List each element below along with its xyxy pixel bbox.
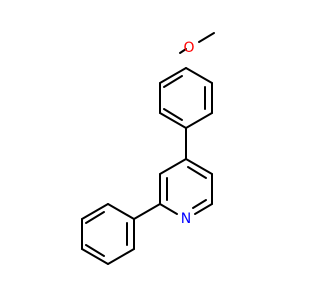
inner-double-bond — [163, 75, 183, 88]
chemical-structure-diagram: O N — [81, 32, 215, 265]
ring-bond — [81, 248, 109, 265]
ring-bond — [159, 112, 187, 129]
ring-bond — [159, 67, 187, 84]
ring-bond — [194, 203, 213, 215]
ring-bond — [107, 203, 135, 220]
ether-bond — [179, 48, 187, 54]
inner-double-bond — [85, 211, 105, 224]
inner-double-bond — [187, 166, 207, 179]
ring-bond — [185, 158, 213, 175]
inner-double-bond — [85, 244, 105, 257]
ring-bond — [185, 67, 213, 84]
methoxy-group: O — [179, 32, 215, 56]
inner-double-bond — [163, 108, 183, 121]
nitrogen-atom-label: N — [181, 211, 191, 227]
biaryl-bond — [133, 203, 161, 220]
ring-bond — [159, 203, 178, 215]
ring-bond — [81, 203, 109, 220]
inner-double-bond — [192, 199, 207, 209]
pyridine-ring: N — [159, 158, 213, 227]
ring-bond — [107, 248, 135, 265]
ring-bond — [185, 112, 213, 129]
phenyl-ring — [81, 203, 135, 265]
ring-bond — [159, 158, 187, 175]
methyl-bond — [198, 32, 215, 43]
methoxyphenyl-ring — [159, 67, 213, 129]
oxygen-atom-label: O — [183, 40, 194, 56]
